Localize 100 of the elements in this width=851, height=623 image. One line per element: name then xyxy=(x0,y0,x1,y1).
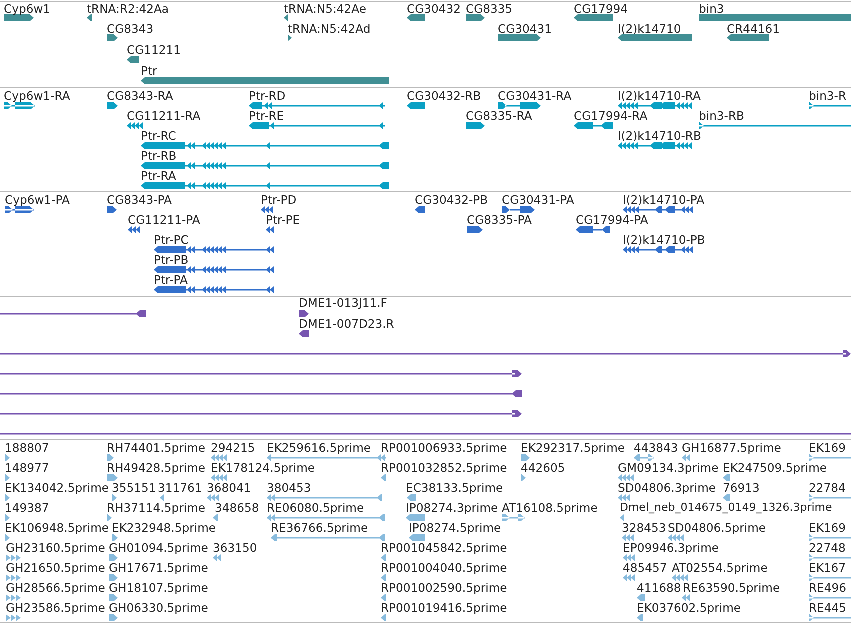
feature-label: Ptr-RA xyxy=(141,170,176,182)
feature-label: DME1-007D23.R xyxy=(299,318,394,330)
feature-label: 442605 xyxy=(521,462,566,474)
feature-label: RE445 xyxy=(809,602,847,614)
feature-label: CG8335-PA xyxy=(467,214,532,226)
feature-label: EK106948.5prime xyxy=(5,522,110,534)
feature-label: GH17671.5prime xyxy=(109,562,208,574)
feature-label: EK178124.5prime xyxy=(211,462,316,474)
feature-label: 311761 xyxy=(158,482,202,494)
feature-label: CG30432-PB xyxy=(415,194,488,206)
feature-label: 411688 xyxy=(637,582,682,594)
feature-label: bin3 xyxy=(699,3,724,15)
feature-label: EP09946.3prime xyxy=(623,542,720,554)
feature-label: RP001032852.5prime xyxy=(381,462,508,474)
feature-label: 149387 xyxy=(5,502,50,514)
feature-label: Dmel_neb_014675_0149_1326.3prime xyxy=(620,502,832,514)
feature-label: EK247509.5prime xyxy=(723,462,828,474)
feature-label: GH06330.5prime xyxy=(109,602,208,614)
feature-label: l(2)k14710-PA xyxy=(623,194,705,206)
feature-label: Ptr-PC xyxy=(154,234,189,246)
feature-label: tRNA:N5:42Ae xyxy=(284,3,366,15)
feature-label: Ptr-RE xyxy=(249,110,284,122)
feature-label: RP001019416.5prime xyxy=(381,602,508,614)
feature-label: 148977 xyxy=(5,462,50,474)
feature-label: GH23160.5prime xyxy=(6,542,106,554)
feature-label: Ptr-PA xyxy=(154,274,188,286)
feature-label: l(2)k14710-RA xyxy=(618,90,701,102)
feature-label: Ptr-PD xyxy=(261,194,297,206)
feature-label: Cyp6w1-PA xyxy=(5,194,70,206)
feature-label: CG30431-PA xyxy=(502,194,574,206)
feature-label: RP001045842.5prime xyxy=(381,542,508,554)
feature-label: RH49428.5prime xyxy=(107,462,206,474)
feature-label: DME1-013J11.F xyxy=(299,297,388,309)
feature-label: EK232948.5prime xyxy=(112,522,216,534)
feature-label: RE63590.5prime xyxy=(683,582,780,594)
feature-label: CG17994-RA xyxy=(574,110,648,122)
feature-label: bin3-RB xyxy=(699,110,744,122)
feature-label: RP001004040.5prime xyxy=(381,562,508,574)
feature-label: IP08274.3prime xyxy=(406,502,498,514)
feature-label: CG8343 xyxy=(107,23,154,35)
feature-label: GH01094.5prime xyxy=(109,542,208,554)
feature-label: CG11211-PA xyxy=(128,214,200,226)
feature-label: Ptr-RC xyxy=(141,130,176,142)
feature-label: EK134042.5prime xyxy=(5,482,110,494)
feature-label: GH18107.5prime xyxy=(109,582,208,594)
feature-label: CG8335 xyxy=(466,3,513,15)
feature-label: l(2)k14710 xyxy=(618,23,682,35)
feature-label: 294215 xyxy=(211,442,256,454)
feature-label: 76913 xyxy=(723,482,760,494)
feature-label: SD04806.5prime xyxy=(668,522,766,534)
feature-label: 348658 xyxy=(215,502,260,514)
feature-label: GH21650.5prime xyxy=(6,562,106,574)
feature-label: CG8343-PA xyxy=(107,194,172,206)
feature-label: Ptr-PB xyxy=(154,254,189,266)
feature-label: GH16877.5prime xyxy=(682,442,782,454)
feature-label: 188807 xyxy=(5,442,50,454)
feature-label: 22784 xyxy=(809,482,846,494)
feature-label: EK169 xyxy=(809,522,846,534)
feature-label: SD04806.3prime xyxy=(618,482,716,494)
feature-label: 380453 xyxy=(267,482,312,494)
feature-label: 355151 xyxy=(112,482,156,494)
feature-label: CG30431 xyxy=(498,23,552,35)
feature-label: AT16108.5prime xyxy=(502,502,598,514)
feature-label: Ptr-PE xyxy=(266,214,300,226)
feature-label: CG11211-RA xyxy=(127,110,201,122)
feature-label: bin3-R xyxy=(809,90,847,102)
feature-label: CG11211 xyxy=(127,44,181,56)
feature-label: CG17994-PA xyxy=(576,214,648,226)
feature-label: EK259616.5prime xyxy=(267,442,372,454)
feature-label: EK292317.5prime xyxy=(521,442,626,454)
feature-label: IP08274.5prime xyxy=(409,522,502,534)
feature-label: RH74401.5prime xyxy=(107,442,206,454)
feature-label: CR44161 xyxy=(727,23,780,35)
feature-label: tRNA:N5:42Ad xyxy=(288,23,371,35)
feature-label: Cyp6w1-RA xyxy=(4,90,70,102)
feature-label: Ptr-RD xyxy=(249,90,286,102)
feature-label: CG30432-RB xyxy=(407,90,482,102)
feature-label: GM09134.3prime xyxy=(618,462,719,474)
feature-label: RH37114.5prime xyxy=(107,502,206,514)
feature-label: AT02554.5prime xyxy=(672,562,768,574)
feature-label: RP001006933.5prime xyxy=(381,442,508,454)
feature-label: EK169 xyxy=(809,442,846,454)
feature-label: 368041 xyxy=(207,482,252,494)
feature-label: CG8335-RA xyxy=(466,110,532,122)
feature-label: CG30431-RA xyxy=(498,90,572,102)
feature-label: 485457 xyxy=(623,562,668,574)
feature-label: EK037602.5prime xyxy=(637,602,742,614)
feature-label: 22748 xyxy=(809,542,846,554)
feature-label: 443843 xyxy=(634,442,678,454)
feature-label: CG8343-RA xyxy=(107,90,174,102)
feature-label: Cyp6w1 xyxy=(4,3,51,15)
feature-label: EC38133.5prime xyxy=(406,482,504,494)
feature-label: tRNA:R2:42Aa xyxy=(87,3,170,15)
feature-label: CG17994 xyxy=(574,3,628,15)
feature-label: GH23586.5prime xyxy=(6,602,106,614)
feature-label: 363150 xyxy=(213,542,258,554)
feature-label: RP001002590.5prime xyxy=(381,582,508,594)
feature-label: RE496 xyxy=(809,582,847,594)
feature-label: GH28566.5prime xyxy=(6,582,106,594)
feature-label: Ptr xyxy=(141,65,158,77)
